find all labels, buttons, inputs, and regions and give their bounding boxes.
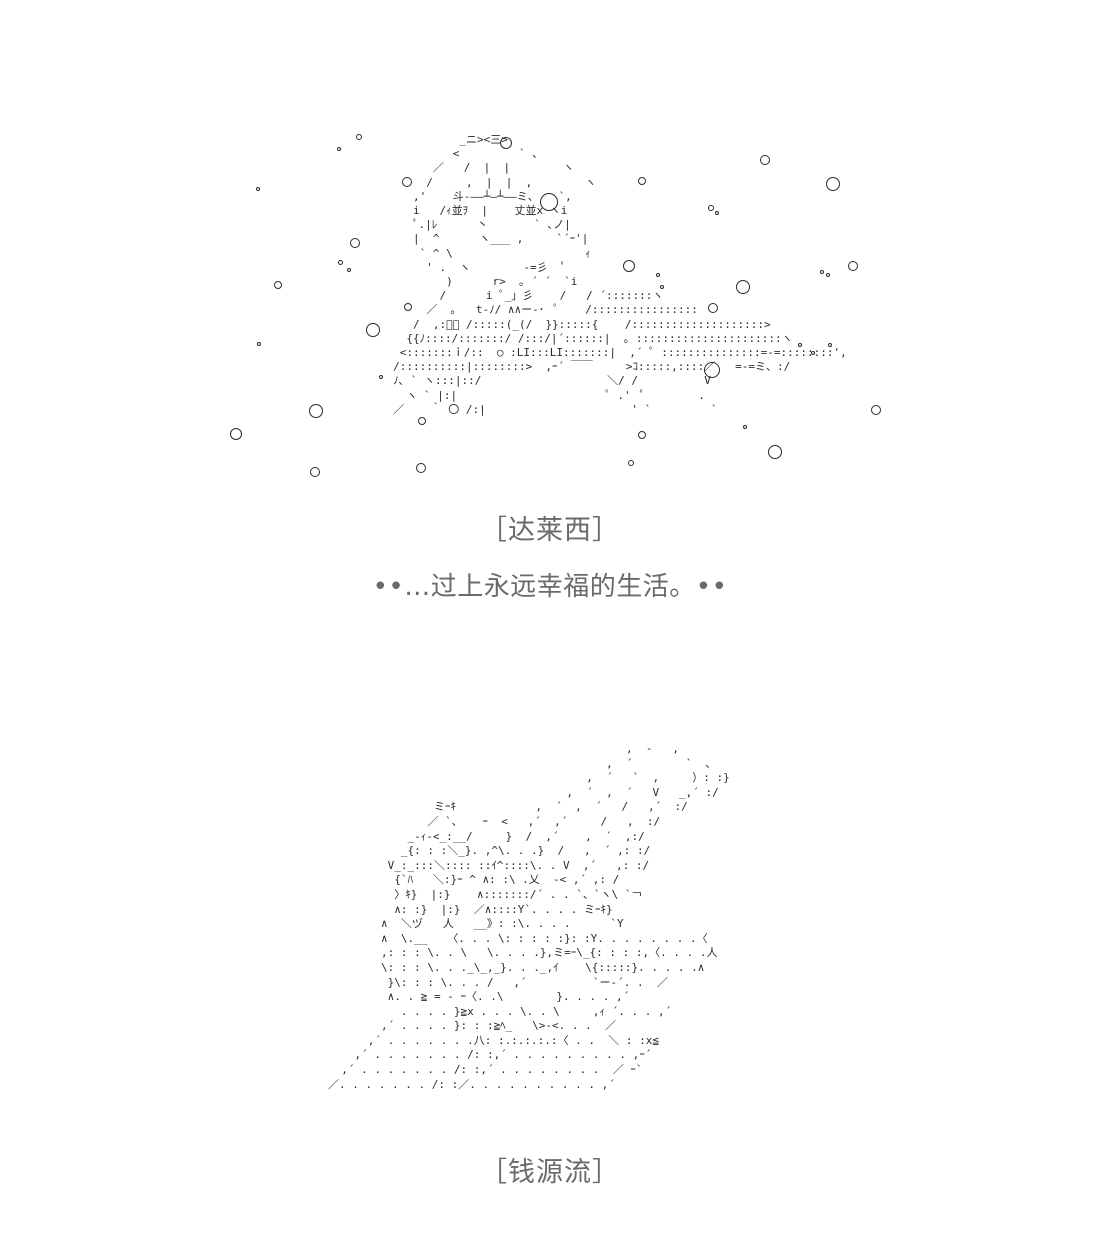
snowflake-dot — [628, 460, 634, 466]
snowflake-dot — [828, 343, 832, 347]
snowflake-dot — [404, 303, 412, 311]
snowflake-dot — [826, 273, 830, 277]
snowflake-dot — [416, 463, 426, 473]
snowflake-dot — [798, 343, 802, 347]
qian-name-label: ［钱源流］ — [480, 1157, 620, 1188]
snowflake-dot — [638, 177, 646, 185]
snowflake-dot — [256, 187, 260, 191]
snowflake-dot — [760, 155, 770, 165]
snowflake-dot — [715, 211, 719, 215]
snowflake-dot — [638, 431, 646, 439]
snowflake-dot — [660, 285, 664, 289]
snowflake-dot — [310, 467, 320, 477]
snowflake-dot — [500, 137, 512, 149]
snowflake-dot — [379, 375, 383, 379]
snowflake-dot — [347, 268, 351, 272]
snowflake-dot — [274, 281, 282, 289]
snowflake-dot — [811, 351, 815, 355]
snowflake-dot — [402, 177, 412, 187]
snowflake-dot — [309, 404, 323, 418]
snowflake-dot — [623, 260, 635, 272]
snowflake-dot — [871, 405, 881, 415]
darcy-name-label: ［达莱西］ — [480, 515, 620, 546]
snowflake-dot — [704, 362, 720, 378]
snowflakes-layer — [220, 125, 900, 495]
snowflake-dot — [338, 260, 343, 265]
snowflake-dot — [743, 425, 747, 429]
snowflake-dot — [736, 280, 750, 294]
snowflake-dot — [350, 238, 360, 248]
snowflake-dot — [656, 273, 660, 277]
snowflake-dot — [708, 303, 718, 313]
snowflake-dot — [230, 428, 242, 440]
snowflake-dot — [356, 134, 362, 140]
darcy-snow-scene: _ニ><三> < ` 、 ／ / | | ヽ / , | | , ヽ ,' 斗-… — [220, 125, 900, 495]
snowflake-dot — [418, 417, 426, 425]
snowflake-dot — [257, 342, 261, 346]
darcy-figure-art: _ニ><三> < ` 、 ／ / | | ヽ / , | | , ヽ ,' 斗-… — [393, 133, 847, 416]
snowflake-dot — [366, 323, 380, 337]
snowflake-dot — [820, 270, 824, 274]
snowflake-dot — [540, 193, 558, 211]
snowflake-dot — [848, 261, 858, 271]
darcy-dialogue-line: ••…过上永远幸福的生活。•• — [372, 572, 728, 602]
qian-bird-scene: , - , , ´ ` ､ , ´ ` , ）: :} , ´ , ´ V _,… — [320, 740, 790, 1140]
snowflake-dot — [708, 205, 714, 211]
snowflake-dot — [337, 147, 341, 151]
qian-figure-art: , - , , ´ ` ､ , ´ ` , ）: :} , ´ , ´ V _,… — [328, 742, 730, 1091]
snowflake-dot — [826, 177, 840, 191]
snowflake-dot — [768, 445, 782, 459]
